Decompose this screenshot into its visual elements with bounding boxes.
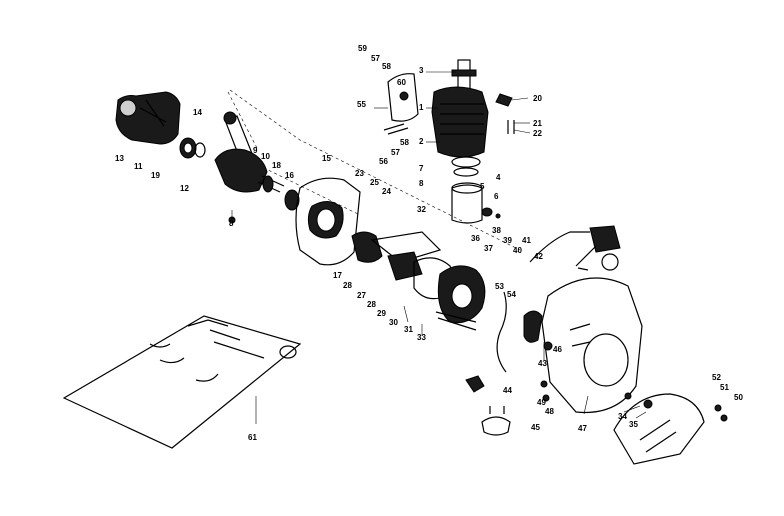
part-label: 17 [333, 271, 342, 280]
part-label: 56 [379, 157, 388, 166]
part-label: 42 [534, 252, 543, 261]
part-label: 10 [261, 152, 270, 161]
starter-part [465, 375, 550, 436]
part-label: 38 [492, 226, 501, 235]
flywheel-part [351, 231, 486, 331]
part-label: 46 [553, 345, 562, 354]
cylinder-cover-part [383, 73, 419, 135]
cylinder-part [431, 59, 515, 177]
part-label: 11 [134, 162, 143, 171]
part-label: 33 [417, 333, 426, 342]
part-label: 14 [193, 108, 202, 117]
crankcase-right-part [295, 177, 361, 266]
part-label: 57 [371, 54, 380, 63]
part-label: 18 [272, 161, 281, 170]
part-label: 45 [531, 423, 540, 432]
assembly-axis-lines [227, 89, 521, 251]
part-label: 54 [507, 290, 516, 299]
part-label: 53 [495, 282, 504, 291]
part-label: 51 [720, 383, 729, 392]
part-label: 35 [629, 420, 638, 429]
part-label: 40 [513, 246, 522, 255]
part-label: 23 [355, 169, 364, 178]
part-label: 58 [382, 62, 391, 71]
part-label: 29 [377, 309, 386, 318]
part-label: 48 [545, 407, 554, 416]
part-label: 39 [503, 236, 512, 245]
gasket-set-part [62, 315, 302, 449]
part-label: 22 [533, 129, 542, 138]
part-label: 37 [484, 244, 493, 253]
part-label: 31 [404, 325, 413, 334]
part-label: 58 [400, 138, 409, 147]
part-label: 32 [417, 205, 426, 214]
part-label: 24 [382, 187, 391, 196]
part-label: 50 [734, 393, 743, 402]
part-label: 36 [471, 234, 480, 243]
part-label: 44 [503, 386, 512, 395]
part-label: 34 [618, 412, 627, 421]
part-label: 60 [397, 78, 406, 87]
part-label: 41 [522, 236, 531, 245]
part-label: 28 [343, 281, 352, 290]
fan-housing-part [523, 277, 643, 414]
part-label: 49 [537, 398, 546, 407]
part-label: 12 [180, 184, 189, 193]
part-label: 5 [480, 182, 485, 191]
part-label: 61 [248, 433, 257, 442]
part-label: 7 [419, 164, 424, 173]
crankcase-left-part [115, 91, 181, 145]
piston-part [451, 182, 501, 224]
part-label: 55 [357, 100, 366, 109]
part-label: 13 [115, 154, 124, 163]
part-label: 57 [391, 148, 400, 157]
part-label: 6 [494, 192, 499, 201]
part-label: 59 [358, 44, 367, 53]
part-label: 16 [285, 171, 294, 180]
part-label: 8 [229, 219, 234, 228]
part-label: 1 [419, 103, 424, 112]
part-label: 4 [496, 173, 501, 182]
part-label: 25 [370, 178, 379, 187]
bearing-part [179, 137, 206, 159]
ignition-coil-part [496, 225, 621, 373]
part-label: 15 [322, 154, 331, 163]
part-label: 27 [357, 291, 366, 300]
part-label: 8 [419, 179, 424, 188]
part-label: 47 [578, 424, 587, 433]
part-label: 2 [419, 137, 424, 146]
part-label: 3 [419, 66, 424, 75]
part-label: 20 [533, 94, 542, 103]
part-label: 28 [367, 300, 376, 309]
crankshaft-part [214, 111, 300, 224]
part-number-labels: 59 57 58 3 60 55 1 20 21 22 2 58 57 56 7… [115, 44, 743, 442]
part-label: 30 [389, 318, 398, 327]
part-label: 9 [253, 146, 258, 155]
part-label: 19 [151, 171, 160, 180]
part-label: 21 [533, 119, 542, 128]
leader-lines [255, 71, 647, 424]
part-label: 43 [538, 359, 547, 368]
part-label: 52 [712, 373, 721, 382]
